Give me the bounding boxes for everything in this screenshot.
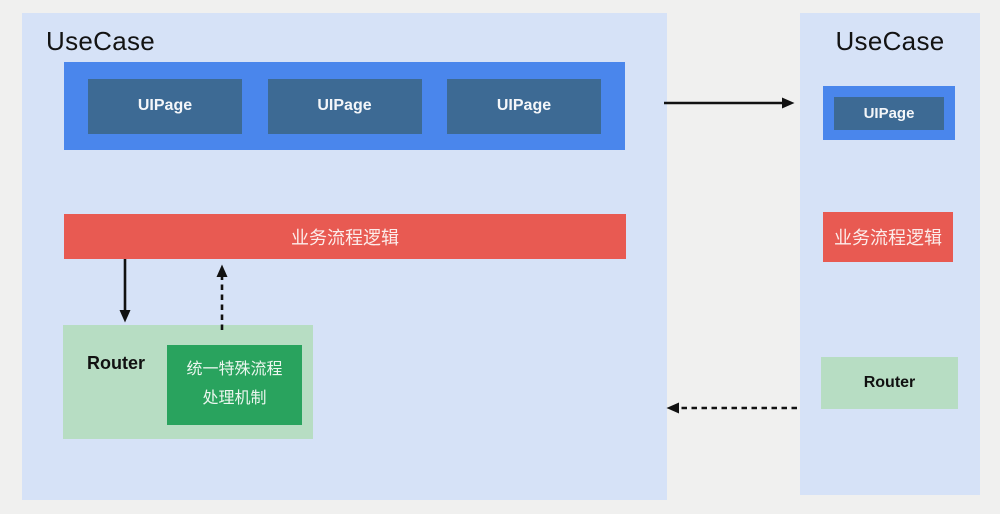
left-router-label: Router bbox=[87, 353, 145, 373]
right-usecase-title: UseCase bbox=[835, 26, 945, 56]
right-uipage-bar: UIPage bbox=[823, 86, 955, 140]
right-uipage-label: UIPage bbox=[863, 104, 915, 122]
left-business-logic-label: 业务流程逻辑 bbox=[291, 227, 399, 248]
uipage-box-2: UIPage bbox=[267, 78, 422, 134]
right-router-label: Router bbox=[863, 374, 916, 391]
special-flow-line-1: 统一特殊流程 bbox=[186, 361, 283, 379]
right-usecase-container: UseCase UIPage 业务流程逻辑 Router bbox=[800, 13, 980, 495]
uipage-label-2: UIPage bbox=[317, 97, 372, 114]
left-business-logic-bar: 业务流程逻辑 bbox=[64, 214, 626, 259]
right-uipage-box: UIPage bbox=[834, 96, 944, 130]
right-business-logic-box: 业务流程逻辑 bbox=[823, 212, 953, 262]
right-business-logic-label: 业务流程逻辑 bbox=[834, 228, 942, 248]
special-flow-box: 统一特殊流程 处理机制 bbox=[167, 345, 302, 425]
right-router-box: Router bbox=[821, 357, 958, 409]
left-router-box: Router 统一特殊流程 处理机制 bbox=[63, 325, 313, 439]
uipage-label-1: UIPage bbox=[137, 97, 193, 114]
left-uipage-bar: UIPage UIPage UIPage bbox=[64, 62, 625, 150]
uipage-box-1: UIPage bbox=[88, 78, 242, 134]
special-flow-line-2: 处理机制 bbox=[202, 390, 267, 407]
left-usecase-container: UseCase UIPage UIPage UIPage 业务流程逻辑 Rout… bbox=[22, 13, 667, 500]
uipage-label-3: UIPage bbox=[496, 97, 552, 114]
left-usecase-title: UseCase bbox=[46, 26, 156, 56]
uipage-box-3: UIPage bbox=[447, 78, 601, 134]
